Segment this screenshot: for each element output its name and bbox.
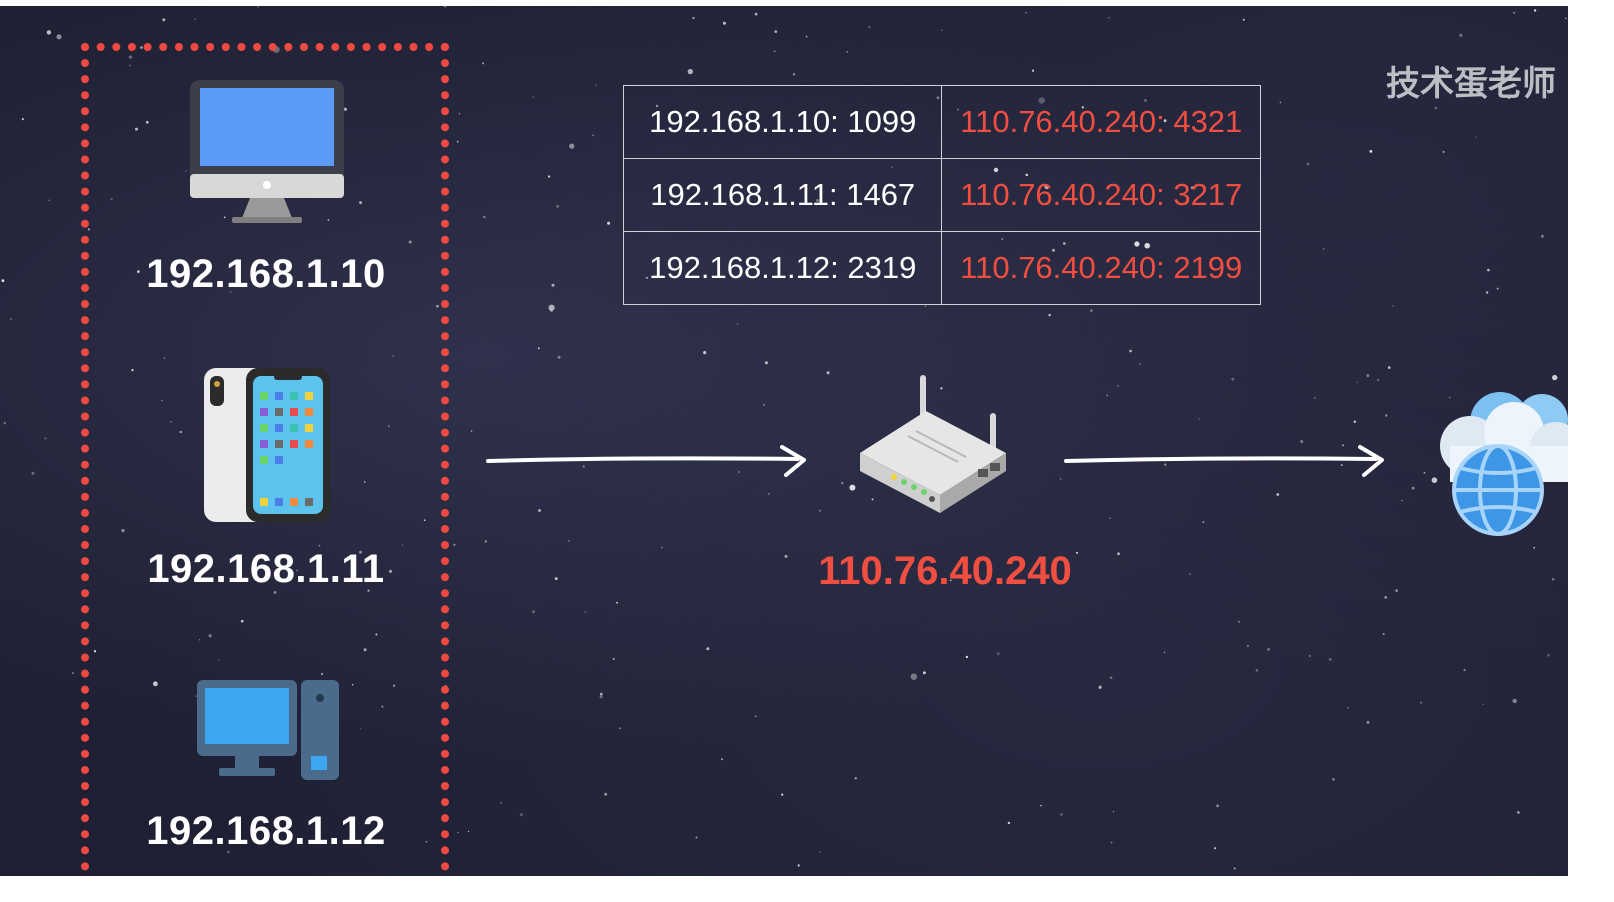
external-address-cell: 110.76.40.240: 3217 [941, 158, 1261, 232]
internal-address-cell: 192.168.1.11: 1467 [622, 158, 943, 232]
internal-address-cell: 192.168.1.12: 2319 [622, 231, 943, 305]
router-icon [860, 375, 1006, 513]
device-ip-label: 192.168.1.10 [146, 252, 386, 296]
smartphone-icon [204, 368, 330, 522]
arrow-right-icon [486, 445, 806, 477]
device-ip-label: 192.168.1.12 [146, 809, 386, 853]
external-address-cell: 110.76.40.240: 2199 [941, 231, 1261, 305]
external-address-cell: 110.76.40.240: 4321 [941, 85, 1261, 159]
watermark: 技术蛋老师 [1386, 65, 1556, 103]
diagram-canvas: 技术蛋老师 192.168.1.10 192.168.1.11 192.168.… [0, 6, 1568, 876]
cloud-globe-icon [1440, 392, 1568, 536]
lan-boundary [81, 43, 449, 876]
imac-icon [190, 80, 344, 223]
router-public-ip: 110.76.40.240 [818, 549, 1072, 593]
device-ip-label: 192.168.1.11 [147, 547, 385, 591]
arrow-right-icon [1064, 445, 1384, 477]
desktop-pc-icon [197, 680, 339, 780]
internal-address-cell: 192.168.1.10: 1099 [622, 85, 943, 159]
